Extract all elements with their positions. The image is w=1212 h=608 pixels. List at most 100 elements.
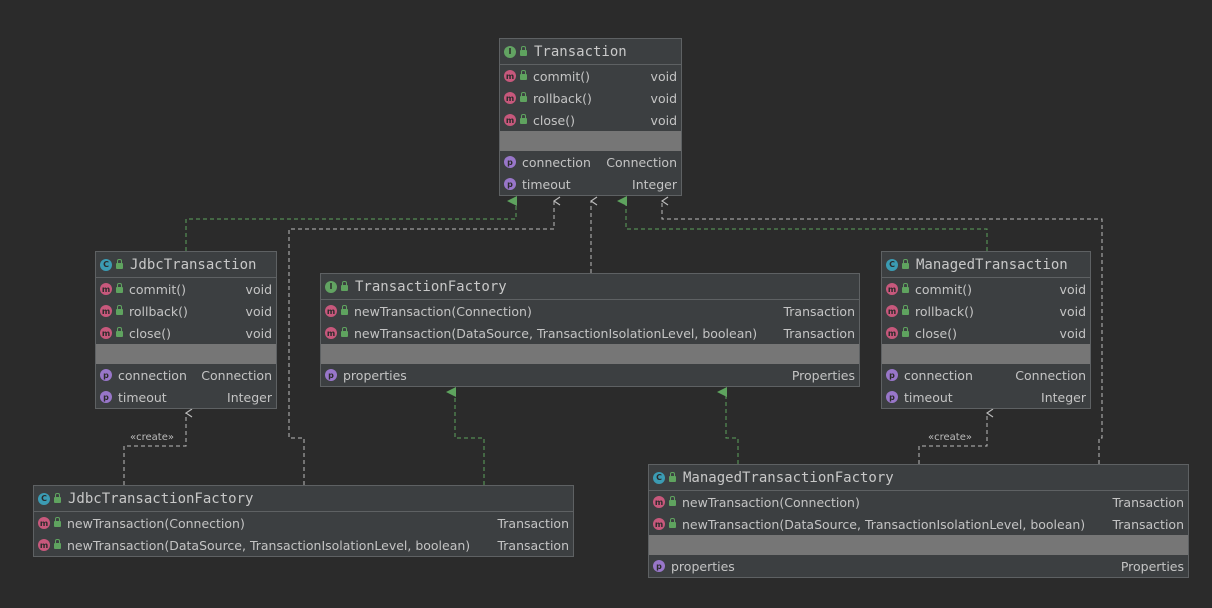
method-type: void	[1059, 325, 1086, 341]
method-row[interactable]: m close() void	[96, 322, 276, 344]
method-icon: m	[325, 327, 337, 339]
class-header: C ManagedTransactionFactory	[649, 465, 1188, 491]
public-lock-icon	[341, 327, 348, 337]
method-type: Transaction	[497, 537, 569, 553]
method-type: void	[650, 90, 677, 106]
method-icon: m	[38, 539, 50, 551]
method-row[interactable]: m newTransaction(Connection) Transaction	[321, 300, 859, 322]
method-icon: m	[886, 327, 898, 339]
public-lock-icon	[520, 114, 527, 124]
class-name: JdbcTransactionFactory	[68, 490, 254, 507]
property-type: Properties	[1120, 558, 1184, 574]
class-name: JdbcTransaction	[130, 256, 257, 273]
public-lock-icon	[54, 517, 61, 527]
method-name: commit()	[533, 68, 591, 84]
method-type: Transaction	[1112, 494, 1184, 510]
interface-icon: I	[504, 45, 516, 58]
method-type: Transaction	[783, 303, 855, 319]
method-type: void	[1059, 303, 1086, 319]
public-lock-icon	[669, 496, 676, 506]
public-lock-icon	[520, 45, 527, 56]
method-name: commit()	[129, 281, 187, 297]
method-icon: m	[504, 92, 516, 104]
edge-jdbc-transaction-realizes-transaction	[185, 196, 517, 251]
method-type: void	[650, 112, 677, 128]
public-lock-icon	[902, 283, 909, 293]
method-icon: m	[325, 305, 337, 317]
class-header: I Transaction	[500, 39, 681, 65]
method-name: close()	[533, 112, 575, 128]
property-name: connection	[904, 367, 973, 383]
property-type: Properties	[791, 367, 855, 383]
public-lock-icon	[902, 305, 909, 315]
method-name: newTransaction(Connection)	[354, 303, 532, 319]
fields-separator	[500, 131, 681, 151]
create-stereotype-label: «create»	[927, 432, 973, 443]
public-lock-icon	[520, 92, 527, 102]
class-name: TransactionFactory	[355, 278, 507, 295]
method-type: void	[1059, 281, 1086, 297]
edge-jdbc-factory-uses-transaction	[288, 201, 554, 485]
method-icon: m	[100, 305, 112, 317]
method-type: void	[245, 281, 272, 297]
edge-jdbc-factory-realizes-factory	[446, 387, 485, 485]
public-lock-icon	[116, 327, 123, 337]
class-icon: C	[886, 258, 898, 271]
property-icon: p	[504, 156, 516, 168]
property-icon: p	[886, 391, 898, 403]
method-type: void	[245, 325, 272, 341]
public-lock-icon	[902, 327, 909, 337]
method-name: close()	[129, 325, 171, 341]
class-name: ManagedTransaction	[916, 256, 1068, 273]
property-icon: p	[100, 369, 112, 381]
edge-managed-factory-uses-transaction	[662, 201, 1103, 464]
public-lock-icon	[341, 280, 348, 291]
method-name: newTransaction(DataSource, TransactionIs…	[67, 537, 471, 553]
edge-managed-factory-creates-managed-transaction	[918, 413, 987, 464]
method-icon: m	[38, 517, 50, 529]
fields-separator	[882, 344, 1090, 364]
public-lock-icon	[341, 305, 348, 315]
property-type: Connection	[606, 154, 677, 170]
public-lock-icon	[116, 258, 123, 269]
method-icon: m	[886, 305, 898, 317]
property-name: timeout	[118, 389, 167, 405]
property-name: timeout	[904, 389, 953, 405]
method-icon: m	[100, 327, 112, 339]
public-lock-icon	[54, 492, 61, 503]
public-lock-icon	[669, 471, 676, 482]
property-icon: p	[100, 391, 112, 403]
property-icon: p	[886, 369, 898, 381]
class-icon: C	[100, 258, 112, 271]
property-name: properties	[671, 558, 735, 574]
property-name: properties	[343, 367, 407, 383]
method-row[interactable]: m newTransaction(DataSource, TransactionI…	[34, 534, 573, 556]
